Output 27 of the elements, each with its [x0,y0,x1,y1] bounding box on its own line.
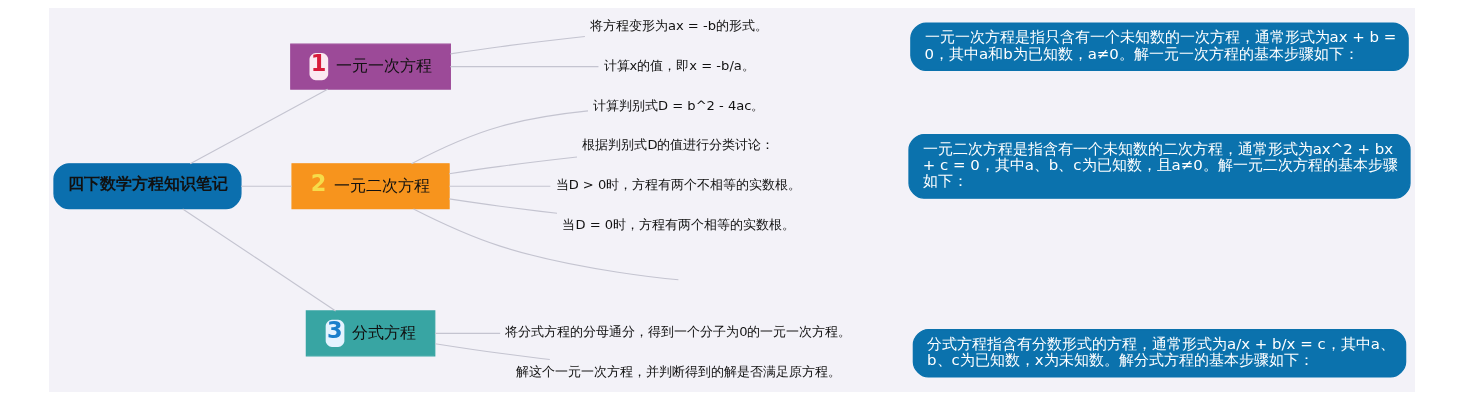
connector [239,185,292,187]
connector [189,88,328,165]
node-box: 分式方程指含有分数形式的方程，通常形式为a/x + b/x = c，其中a、b、c为已知数，x为未知数。解分式方程的基本步骤如下： [912,329,1406,378]
connector [181,208,336,312]
node-text: 计算判别式D = b^2 - 4ac。 [592,97,765,113]
node-text: 将方程变形为ax = -b的形式。 [589,17,768,33]
node-box: 3 分式方程 [305,310,435,357]
connector [410,110,589,165]
node-text: 将分式方程的分母通分，得到一个分子为0的一元一次方程。 [504,324,851,340]
connector [434,343,550,361]
node-text: 当D > 0时，方程有两个不相等的实数根。 [555,177,801,193]
node-text: 根据判别式D的值进行分类讨论： [581,137,775,153]
connector [448,156,578,175]
connector [433,332,501,334]
connector [448,198,558,214]
connector [449,66,599,68]
node-box: 一元二次方程是指含有一个未知数的二次方程，通常形式为ax^2 + bx + c = 0，其中a、b、c为已知数，且a≠0。解一元二次方程的基本步骤如下： [907,133,1411,199]
node-box: 1 一元一次方程 [289,43,451,90]
node-text: 当D = 0时，方程有两个相等的实数根。 [562,217,795,233]
node-box: 四下数学方程知识笔记 [52,163,242,210]
connector [449,35,585,55]
node-box: 2 一元二次方程 [290,163,450,210]
node-text: 计算x的值，即x = -b/a。 [603,57,755,73]
node-box: 一元一次方程是指只含有一个未知数的一次方程，通常形式为ax + b = 0，其中a和b为已知数，a≠0。解一元一次方程的基本步骤如下： [909,22,1409,71]
connector [448,185,551,187]
connector [412,208,679,281]
node-text: 解这个一元一次方程，并判断得到的解是否满足原方程。 [515,364,841,380]
